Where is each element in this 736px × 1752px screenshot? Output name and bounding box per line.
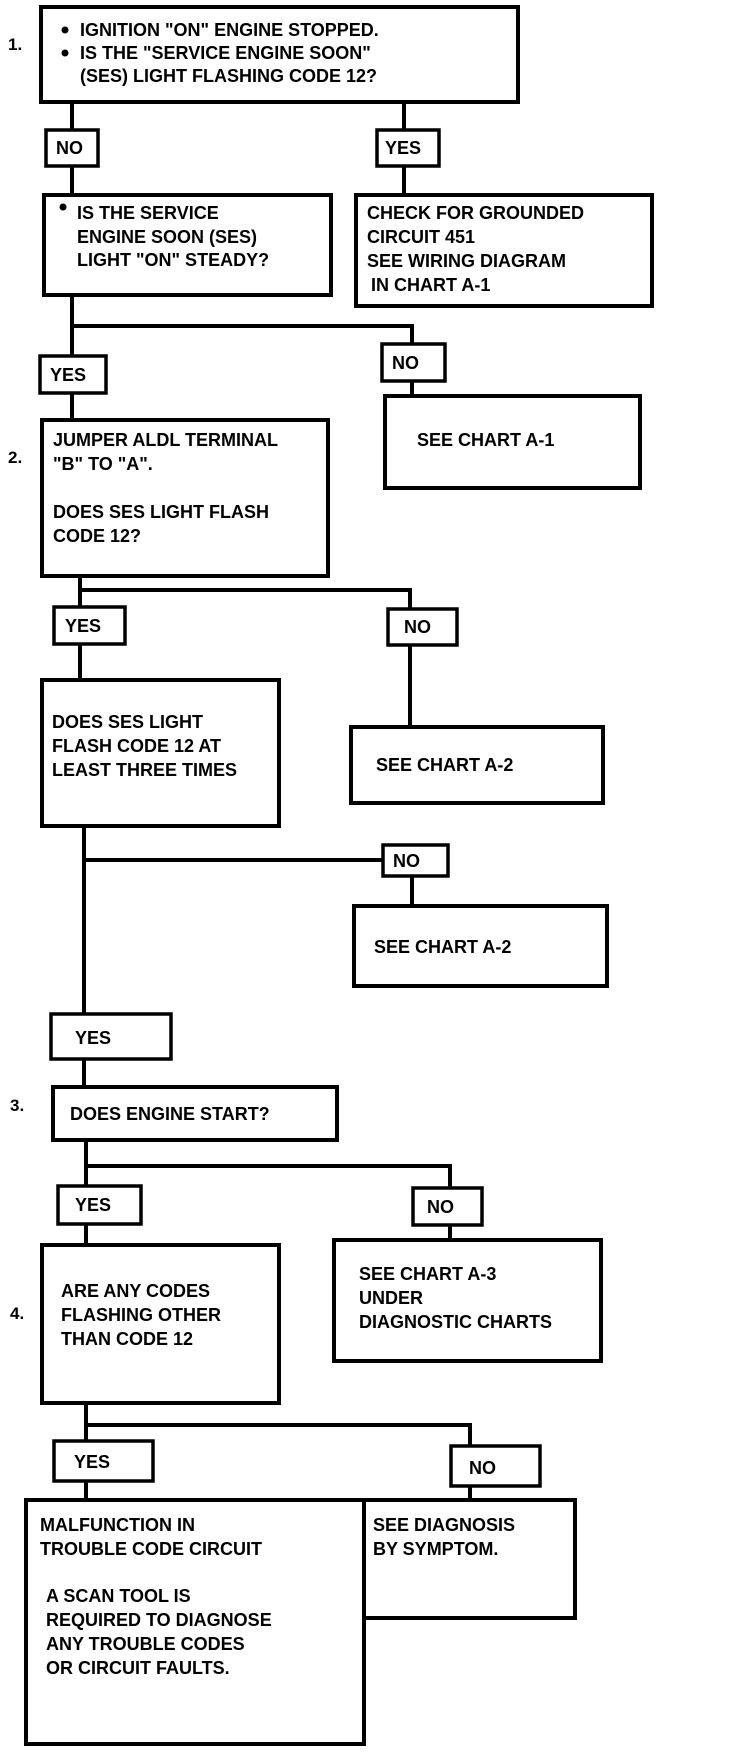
grounded-circuit-box: CHECK FOR GROUNDED CIRCUIT 451 SEE WIRIN…	[354, 193, 654, 308]
see-chart-a3-box: SEE CHART A-3 UNDER DIAGNOSTIC CHARTS	[332, 1238, 603, 1363]
question-1b-box: IS THE SERVICE ENGINE SOON (SES) LIGHT "…	[42, 193, 333, 297]
yes-label: YES	[38, 354, 108, 395]
question-4-line-1: ARE ANY CODES	[61, 1281, 210, 1301]
see-chart-a2-box: SEE CHART A-2	[352, 904, 609, 988]
yes-label: YES	[56, 1184, 143, 1226]
question-4-box: ARE ANY CODES FLASHING OTHER THAN CODE 1…	[40, 1243, 281, 1405]
question-2-line-4: CODE 12?	[53, 526, 141, 546]
no-label: NO	[380, 342, 447, 383]
question-1-line-3: (SES) LIGHT FLASHING CODE 12?	[80, 66, 377, 86]
question-2b-box: DOES SES LIGHT FLASH CODE 12 AT LEAST TH…	[40, 678, 281, 828]
grounded-line-3: SEE WIRING DIAGRAM	[367, 251, 566, 271]
see-chart-a3-line-3: DIAGNOSTIC CHARTS	[359, 1312, 552, 1332]
malfunction-line-6: OR CIRCUIT FAULTS.	[46, 1658, 230, 1678]
question-2b-line-1: DOES SES LIGHT	[52, 712, 203, 732]
question-1-line-2: IS THE "SERVICE ENGINE SOON"	[80, 43, 371, 63]
question-1b-line-3: LIGHT "ON" STEADY?	[77, 250, 269, 270]
svg-text:YES: YES	[385, 138, 421, 158]
malfunction-line-4: REQUIRED TO DIAGNOSE	[46, 1610, 272, 1630]
svg-text:NO: NO	[469, 1458, 496, 1478]
svg-text:NO: NO	[393, 851, 420, 871]
svg-text:YES: YES	[75, 1028, 111, 1048]
svg-text:NO: NO	[56, 138, 83, 158]
question-1b-line-2: ENGINE SOON (SES)	[77, 227, 257, 247]
bullet-icon	[59, 203, 67, 211]
question-4-line-2: FLASHING OTHER	[61, 1305, 221, 1325]
svg-text:YES: YES	[50, 365, 86, 385]
question-3-text: DOES ENGINE START?	[70, 1104, 270, 1124]
see-chart-a2-text: SEE CHART A-2	[374, 937, 511, 957]
question-2-line-1: JUMPER ALDL TERMINAL	[53, 430, 278, 450]
grounded-line-2: CIRCUIT 451	[367, 227, 475, 247]
grounded-line-4: IN CHART A-1	[371, 275, 490, 295]
see-diagnosis-box: SEE DIAGNOSIS BY SYMPTOM.	[357, 1498, 577, 1620]
question-2b-line-3: LEAST THREE TIMES	[52, 760, 237, 780]
question-1b-line-1: IS THE SERVICE	[77, 203, 219, 223]
svg-text:NO: NO	[427, 1197, 454, 1217]
svg-text:YES: YES	[75, 1195, 111, 1215]
step-number-1: 1.	[8, 35, 22, 54]
malfunction-line-5: ANY TROUBLE CODES	[46, 1634, 245, 1654]
no-label: NO	[381, 843, 450, 878]
question-2-line-3: DOES SES LIGHT FLASH	[53, 502, 269, 522]
svg-text:NO: NO	[404, 617, 431, 637]
see-chart-a3-line-2: UNDER	[359, 1288, 423, 1308]
question-1-line-1: IGNITION "ON" ENGINE STOPPED.	[80, 20, 379, 40]
step-number-4: 4.	[10, 1304, 24, 1323]
malfunction-line-3: A SCAN TOOL IS	[46, 1586, 191, 1606]
yes-label: YES	[49, 1012, 173, 1061]
svg-text:NO: NO	[392, 353, 419, 373]
yes-label: YES	[52, 1439, 155, 1483]
svg-text:YES: YES	[74, 1452, 110, 1472]
see-chart-a2-text: SEE CHART A-2	[376, 755, 513, 775]
malfunction-box: MALFUNCTION IN TROUBLE CODE CIRCUIT A SC…	[24, 1498, 366, 1746]
svg-text:YES: YES	[65, 616, 101, 636]
see-chart-a1-box: SEE CHART A-1	[383, 394, 642, 490]
malfunction-line-2: TROUBLE CODE CIRCUIT	[40, 1539, 262, 1559]
question-4-line-3: THAN CODE 12	[61, 1329, 193, 1349]
question-1-box: IGNITION "ON" ENGINE STOPPED. IS THE "SE…	[39, 5, 520, 104]
see-chart-a1-text: SEE CHART A-1	[417, 430, 554, 450]
question-2-line-2: "B" TO "A".	[53, 454, 153, 474]
bullet-icon	[61, 26, 69, 34]
yes-label: YES	[375, 128, 441, 168]
malfunction-line-1: MALFUNCTION IN	[40, 1515, 195, 1535]
step-number-3: 3.	[10, 1096, 24, 1115]
question-2-box: JUMPER ALDL TERMINAL "B" TO "A". DOES SE…	[40, 418, 330, 578]
question-2b-line-2: FLASH CODE 12 AT	[52, 736, 221, 756]
see-diagnosis-line-1: SEE DIAGNOSIS	[373, 1515, 515, 1535]
grounded-line-1: CHECK FOR GROUNDED	[367, 203, 584, 223]
see-diagnosis-line-2: BY SYMPTOM.	[373, 1539, 498, 1559]
no-label: NO	[386, 607, 459, 647]
no-label: NO	[449, 1444, 542, 1488]
bullet-icon	[61, 49, 69, 57]
no-label: NO	[44, 128, 100, 168]
step-number-2: 2.	[8, 448, 22, 467]
question-3-box: DOES ENGINE START?	[51, 1085, 339, 1142]
see-chart-a3-line-1: SEE CHART A-3	[359, 1264, 496, 1284]
yes-label: YES	[52, 605, 127, 646]
see-chart-a2-box: SEE CHART A-2	[349, 725, 605, 805]
no-label: NO	[411, 1186, 484, 1227]
